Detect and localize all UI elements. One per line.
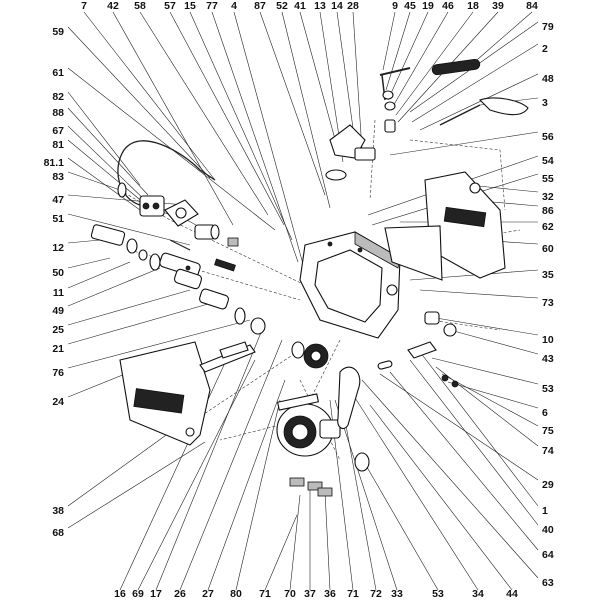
part-number-label: 35 xyxy=(542,269,554,281)
part-number-label: 47 xyxy=(52,194,64,206)
part-number-label: 14 xyxy=(331,0,343,12)
part-number-label: 18 xyxy=(467,0,479,12)
pulley-and-belt xyxy=(291,341,393,472)
part-number-label: 81.1 xyxy=(44,157,65,169)
part-number-label: 84 xyxy=(526,0,538,12)
part-number-label: 82 xyxy=(52,91,64,103)
gearbox-housing xyxy=(299,231,401,339)
part-number-label: 69 xyxy=(132,588,144,600)
part-number-label: 67 xyxy=(52,125,64,137)
part-number-label: 3 xyxy=(542,97,548,109)
part-number-label: 16 xyxy=(114,588,126,600)
part-number-label: 74 xyxy=(542,445,554,457)
part-number-label: 26 xyxy=(174,588,186,600)
part-number-label: 57 xyxy=(164,0,176,12)
part-number-label: 49 xyxy=(52,305,64,317)
part-number-label: 81 xyxy=(52,139,64,151)
motor-assembly xyxy=(276,393,341,497)
part-number-label: 1 xyxy=(542,505,548,517)
part-number-label: 33 xyxy=(391,588,403,600)
part-number-label: 50 xyxy=(52,267,64,279)
part-number-label: 71 xyxy=(347,588,359,600)
part-number-label: 62 xyxy=(542,221,554,233)
cover-plate-left xyxy=(119,341,256,446)
part-number-label: 9 xyxy=(392,0,398,12)
part-number-label: 28 xyxy=(347,0,359,12)
part-number-label: 53 xyxy=(432,588,444,600)
part-number-label: 56 xyxy=(542,131,554,143)
handle-and-levers xyxy=(325,58,529,388)
part-number-label: 6 xyxy=(542,407,548,419)
part-number-label: 43 xyxy=(542,353,554,365)
part-number-label: 42 xyxy=(107,0,119,12)
part-number-label: 61 xyxy=(52,67,64,79)
power-cord xyxy=(117,140,216,229)
part-number-label: 29 xyxy=(542,479,554,491)
part-number-label: 38 xyxy=(52,505,64,517)
part-number-label: 39 xyxy=(492,0,504,12)
part-number-label: 21 xyxy=(52,343,64,355)
part-number-label: 48 xyxy=(542,73,554,85)
part-number-label: 80 xyxy=(230,588,242,600)
part-number-label: 79 xyxy=(542,21,554,33)
callout-labels-top: 7 42 58 57 15 77 4 87 52 41 13 14 28 9 45 19 46 18 39 84 xyxy=(81,0,538,12)
callout-labels-left: 59 61 82 88 67 81 81.1 83 47 51 12 50 11 49 25 21 76 24 38… xyxy=(44,26,65,539)
part-number-label: 32 xyxy=(542,191,554,203)
part-number-label: 19 xyxy=(422,0,434,12)
part-number-label: 83 xyxy=(52,171,64,183)
part-number-label: 60 xyxy=(542,243,554,255)
part-number-label: 52 xyxy=(276,0,288,12)
part-number-label: 10 xyxy=(542,334,554,346)
part-number-label: 7 xyxy=(81,0,87,12)
part-number-label: 25 xyxy=(52,324,64,336)
part-number-label: 64 xyxy=(542,549,554,561)
part-number-label: 24 xyxy=(52,396,64,408)
part-number-label: 88 xyxy=(52,107,64,119)
part-number-label: 75 xyxy=(542,425,554,437)
part-number-label: 37 xyxy=(304,588,316,600)
part-number-label: 71 xyxy=(259,588,271,600)
part-number-label: 44 xyxy=(506,588,518,600)
part-number-label: 51 xyxy=(52,213,64,225)
part-number-label: 45 xyxy=(404,0,416,12)
part-number-label: 73 xyxy=(542,297,554,309)
part-number-label: 59 xyxy=(52,26,64,38)
switch-box-parts xyxy=(139,195,239,251)
part-number-label: 13 xyxy=(314,0,326,12)
part-number-label: 53 xyxy=(542,383,554,395)
part-number-label: 27 xyxy=(202,588,214,600)
part-number-label: 58 xyxy=(134,0,146,12)
part-number-label: 55 xyxy=(542,173,554,185)
part-number-label: 12 xyxy=(52,242,64,254)
part-number-label: 77 xyxy=(206,0,218,12)
spindle-assembly xyxy=(90,224,266,335)
part-number-label: 70 xyxy=(284,588,296,600)
part-number-label: 36 xyxy=(324,588,336,600)
part-number-label: 11 xyxy=(53,287,64,299)
part-number-label: 17 xyxy=(150,588,162,600)
leader-lines xyxy=(67,11,539,591)
part-number-label: 4 xyxy=(231,0,237,12)
part-number-label: 41 xyxy=(294,0,306,12)
part-number-label: 63 xyxy=(542,577,554,589)
part-number-label: 46 xyxy=(442,0,454,12)
part-number-label: 2 xyxy=(542,43,548,55)
cover-plate-right xyxy=(384,171,506,281)
part-number-label: 68 xyxy=(52,527,64,539)
part-number-label: 87 xyxy=(254,0,266,12)
callout-labels-bottom: 16 69 17 26 27 80 71 70 37 36 71 72 33 53 34 44 xyxy=(114,588,518,600)
part-number-label: 15 xyxy=(184,0,196,12)
part-number-label: 86 xyxy=(542,205,554,217)
part-number-label: 72 xyxy=(370,588,382,600)
part-number-label: 34 xyxy=(472,588,484,600)
callout-labels-right: 79 2 48 3 56 54 55 32 86 62 60 35 73 10 43 53 6 75 74 29 1 40… xyxy=(542,21,554,589)
part-number-label: 54 xyxy=(542,155,554,167)
part-number-label: 40 xyxy=(542,524,554,536)
part-number-label: 76 xyxy=(52,367,64,379)
